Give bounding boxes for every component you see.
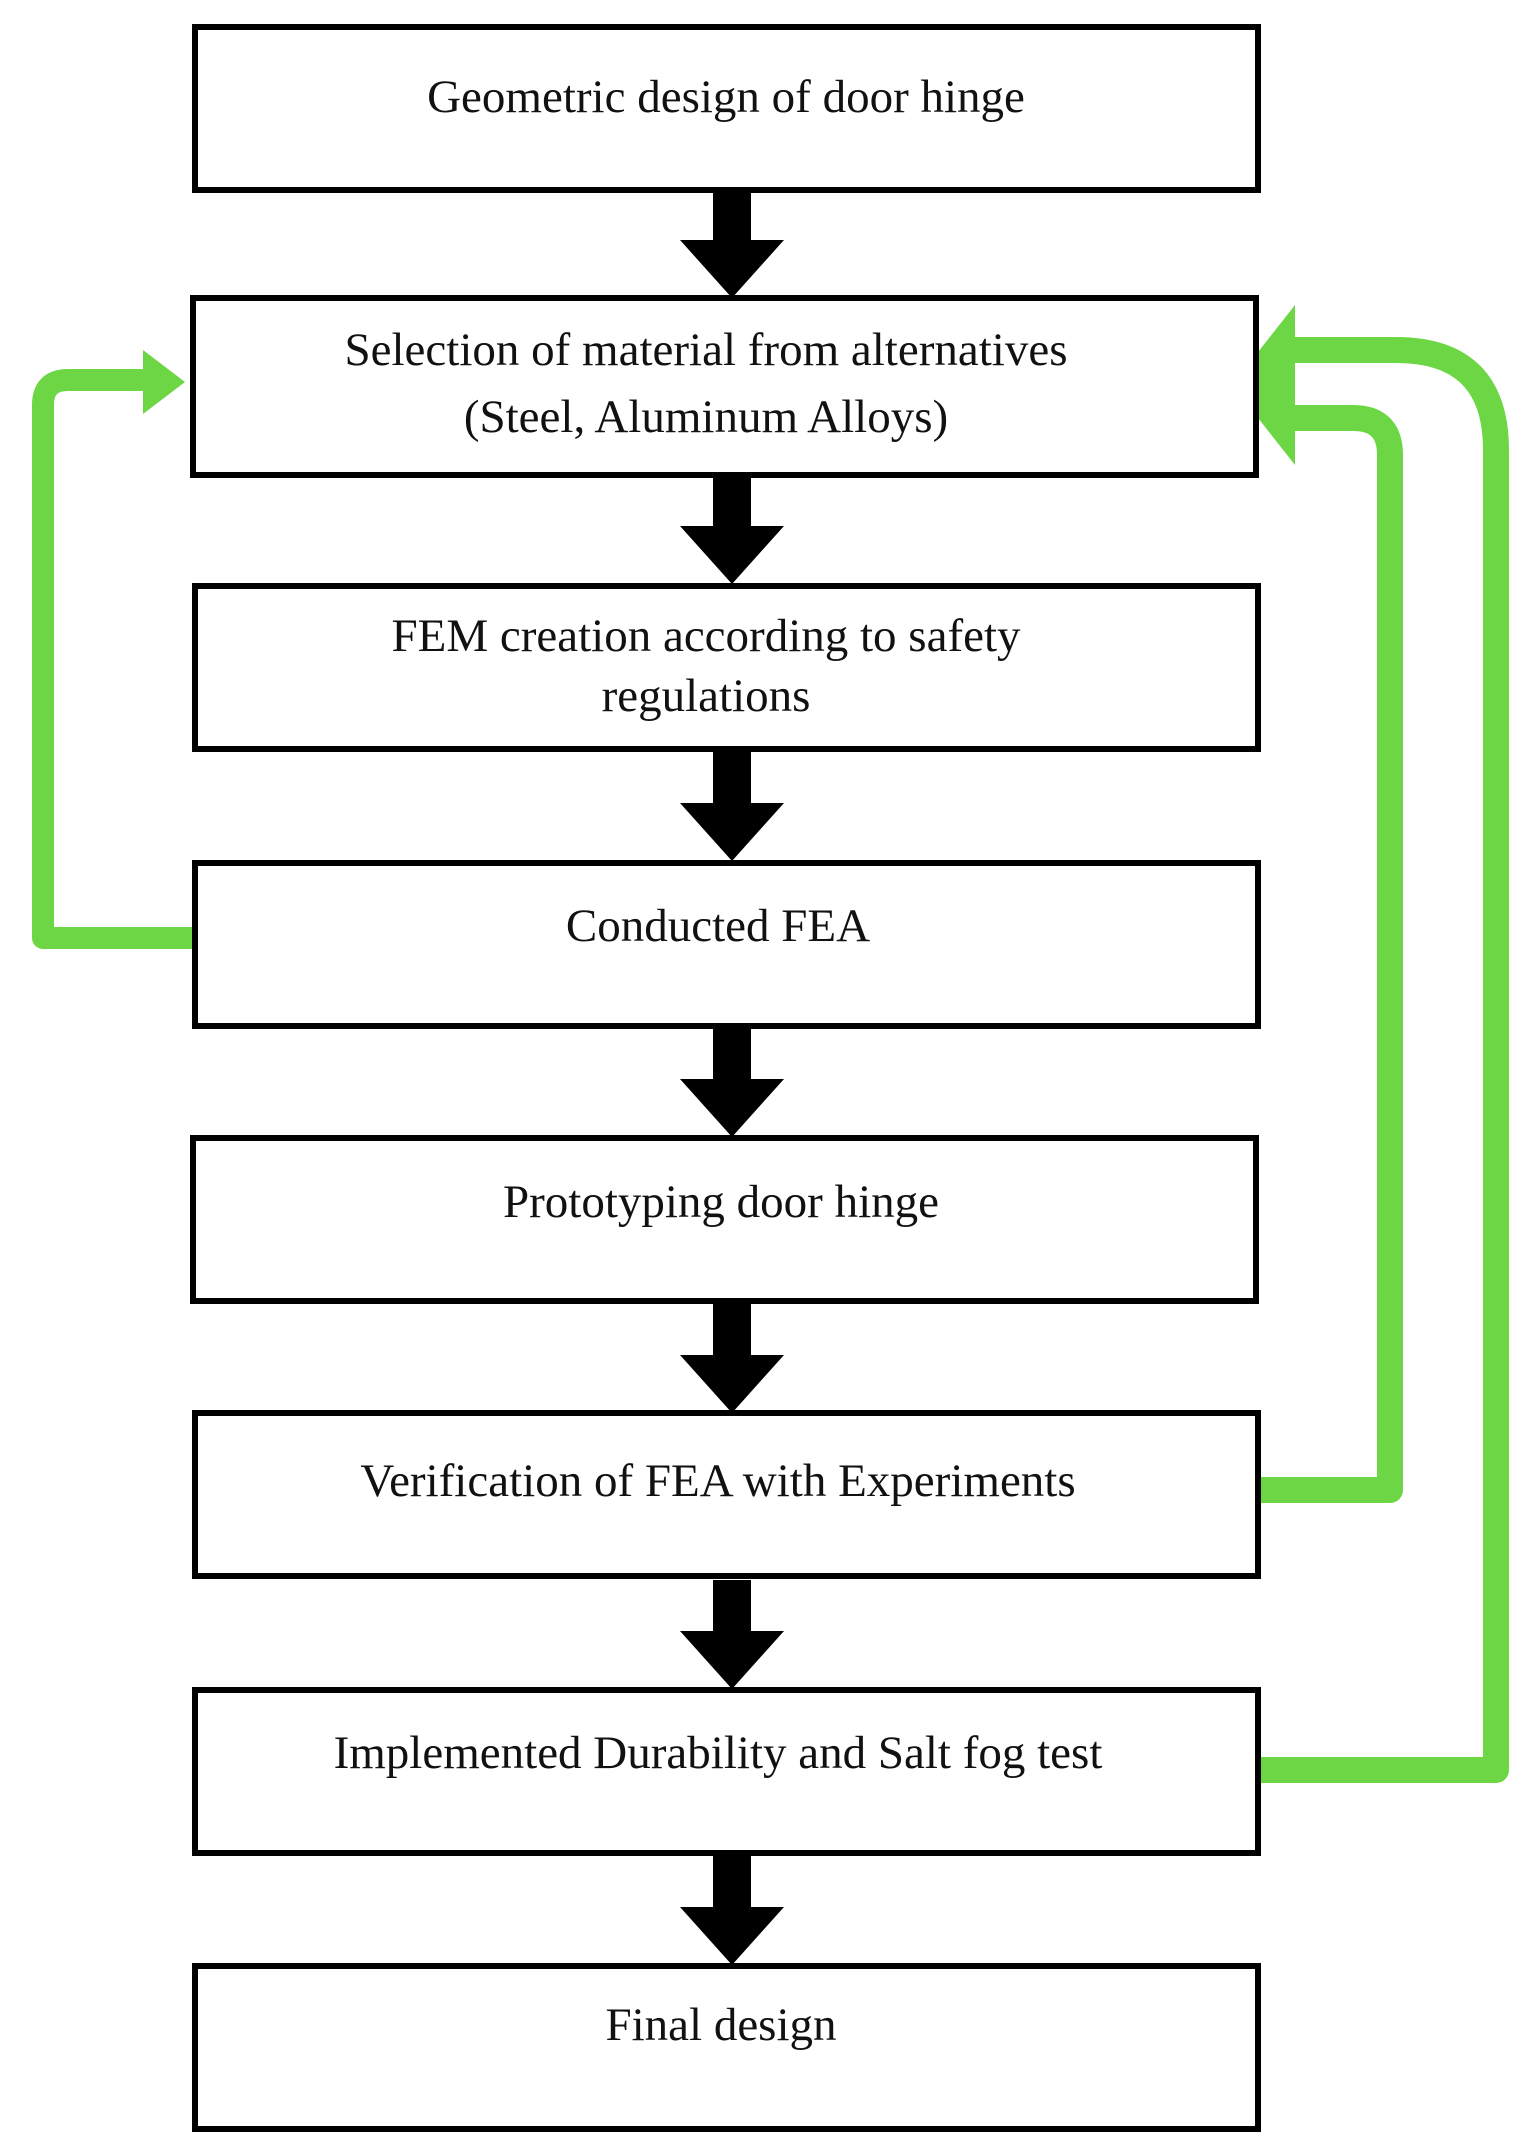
flow-arrow-head bbox=[680, 1079, 784, 1137]
step-material-selection: Selection of material from alternatives … bbox=[190, 295, 1259, 478]
flow-arrow-1 bbox=[680, 476, 784, 584]
step-fem-creation: FEM creation according to safety regulat… bbox=[192, 583, 1261, 752]
flow-arrow-head bbox=[680, 1355, 784, 1413]
step-box bbox=[192, 1410, 1261, 1579]
step-label: Implemented Durability and Salt fog test bbox=[334, 1727, 1103, 1779]
flow-arrow-shaft bbox=[713, 1028, 751, 1086]
step-box bbox=[190, 295, 1259, 478]
flow-arrow-shaft bbox=[713, 1856, 751, 1914]
step-label: Prototyping door hinge bbox=[503, 1176, 939, 1228]
flow-arrow-5 bbox=[680, 1580, 784, 1689]
step-label: Verification of FEA with Experiments bbox=[360, 1455, 1075, 1507]
step-label: Final design bbox=[605, 1999, 836, 2051]
step-label-line-1: FEM creation according to safety bbox=[391, 610, 1021, 662]
flow-arrow-shaft bbox=[713, 476, 751, 534]
step-box bbox=[192, 860, 1261, 1029]
step-label-line-1: Selection of material from alternatives bbox=[345, 324, 1068, 376]
feedback-arrowhead-fea-to-material bbox=[143, 350, 185, 414]
step-label: Conducted FEA bbox=[566, 900, 870, 952]
flow-arrow-head bbox=[680, 1907, 784, 1965]
flow-arrow-head bbox=[680, 803, 784, 861]
flow-arrow-shaft bbox=[713, 752, 751, 810]
feedback-arrowhead-right bbox=[1232, 305, 1295, 465]
flow-arrow-head bbox=[680, 1631, 784, 1689]
flow-arrow-2 bbox=[680, 752, 784, 861]
feedback-loop-separator bbox=[1295, 379, 1448, 1757]
flow-arrow-head bbox=[680, 240, 784, 298]
step-verification: Verification of FEA with Experiments bbox=[192, 1410, 1261, 1579]
step-box bbox=[192, 583, 1261, 752]
flow-arrow-shaft bbox=[713, 1580, 751, 1638]
step-label: Geometric design of door hinge bbox=[427, 71, 1025, 123]
step-conducted-fea: Conducted FEA bbox=[192, 860, 1261, 1029]
flow-arrow-3 bbox=[680, 1028, 784, 1137]
flow-arrow-shaft bbox=[713, 1304, 751, 1362]
step-label-line-2: regulations bbox=[602, 670, 811, 722]
feedback-arrow-verification-to-material bbox=[1250, 405, 1403, 1503]
flow-arrow-6 bbox=[680, 1856, 784, 1965]
step-box bbox=[192, 24, 1261, 193]
step-box bbox=[192, 1963, 1261, 2132]
step-durability-salt-fog: Implemented Durability and Salt fog test bbox=[192, 1687, 1261, 1856]
step-label-line-2: (Steel, Aluminum Alloys) bbox=[464, 391, 948, 443]
flow-arrow-shaft bbox=[713, 193, 751, 248]
step-box bbox=[190, 1135, 1259, 1304]
step-box bbox=[192, 1687, 1261, 1856]
feedback-arrow-fea-to-material bbox=[32, 369, 195, 949]
flow-arrow-0 bbox=[680, 193, 784, 298]
flow-arrow-4 bbox=[680, 1304, 784, 1413]
step-geometric-design: Geometric design of door hinge bbox=[192, 24, 1261, 193]
feedback-arrow-durability-to-material bbox=[1250, 337, 1509, 1783]
step-prototyping: Prototyping door hinge bbox=[190, 1135, 1259, 1304]
flow-arrow-head bbox=[680, 526, 784, 584]
step-final-design: Final design bbox=[192, 1963, 1261, 2132]
